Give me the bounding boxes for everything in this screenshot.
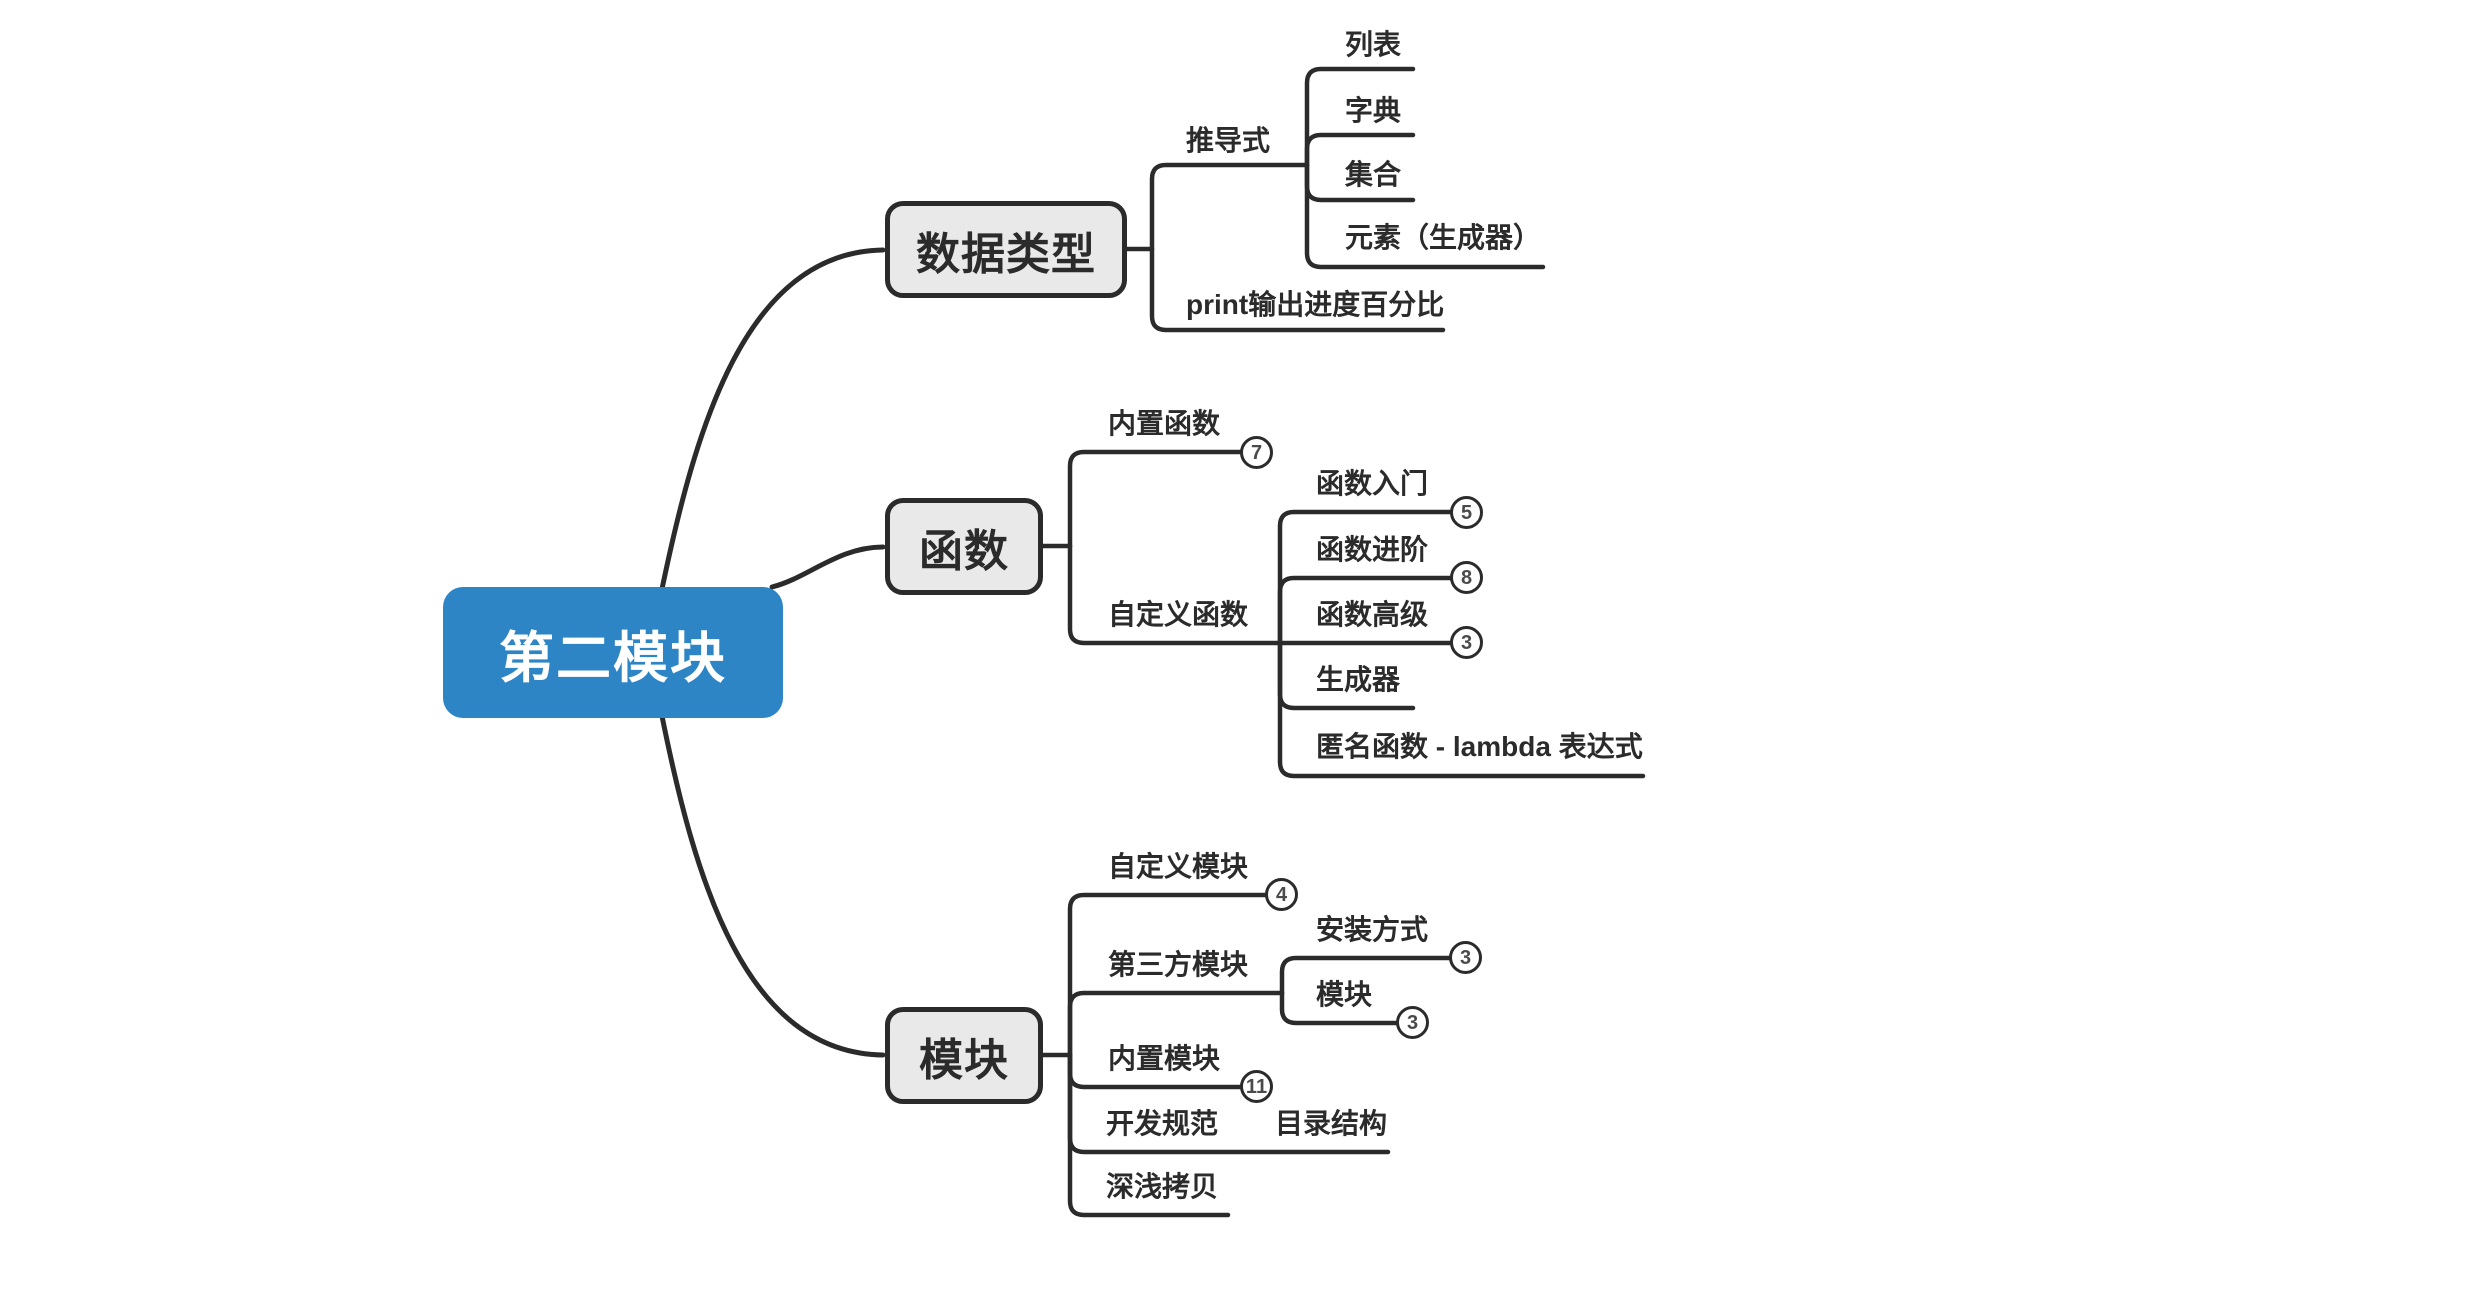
badge-custom-modules-count[interactable]: 4 [1265,878,1298,911]
edge-custom-functions-through [1067,543,1455,646]
edge-builtin-functions [1067,449,1244,549]
topic-functions-advanced[interactable]: 函数高级 [1316,599,1429,630]
topic-builtin-modules[interactable]: 内置模块 [1108,1043,1221,1074]
topic-install-method[interactable]: 安装方式 [1316,914,1429,945]
badge-install-method-count[interactable]: 3 [1449,941,1482,974]
root-node[interactable]: 第二模块 [443,587,783,718]
edge-install-method [1279,955,1453,996]
topic-custom-modules[interactable]: 自定义模块 [1108,851,1249,882]
badge-functions-advanced-count[interactable]: 3 [1450,626,1483,659]
fork-data-types [1149,162,1446,333]
edge-comprehension-element [1304,162,1546,270]
topic-dict[interactable]: 字典 [1345,95,1402,126]
edge-deep-shallow-copy [1067,1052,1231,1218]
branch-node-modules[interactable]: 模块 [885,1007,1043,1104]
topic-custom-functions[interactable]: 自定义函数 [1108,599,1249,630]
topic-set[interactable]: 集合 [1345,159,1402,190]
badge-builtin-modules-count[interactable]: 11 [1240,1070,1273,1103]
badge-builtin-functions-count[interactable]: 7 [1240,436,1273,469]
edge-lambda [1277,640,1646,779]
topic-list[interactable]: 列表 [1345,29,1402,60]
edge-comprehension-dict [1304,132,1416,168]
edge-root-to-data-types [659,247,886,592]
topic-directory-structure[interactable]: 目录结构 [1275,1108,1388,1139]
topic-thirdparty-modules[interactable]: 第三方模块 [1108,949,1249,980]
edge-root-to-functions [769,544,886,590]
topic-functions-intermediate[interactable]: 函数进阶 [1316,534,1429,565]
badge-functions-intro-count[interactable]: 5 [1450,496,1483,529]
branch-node-data-types[interactable]: 数据类型 [885,201,1127,298]
badge-module-child-count[interactable]: 3 [1396,1006,1429,1039]
edge-functions-intro [1277,509,1455,646]
topic-module-child[interactable]: 模块 [1316,979,1373,1010]
topic-generator[interactable]: 生成器 [1316,664,1401,695]
topic-element-generator[interactable]: 元素（生成器） [1345,222,1542,253]
edge-custom-modules [1067,892,1270,1058]
edge-module-child [1279,990,1400,1026]
topic-comprehension[interactable]: 推导式 [1186,125,1271,156]
edge-thirdparty-modules [1067,990,1285,1058]
topic-dev-standards[interactable]: 开发规范 [1106,1108,1219,1139]
edge-comprehension-list [1304,66,1416,168]
topic-deep-shallow-copy[interactable]: 深浅拷贝 [1106,1171,1219,1202]
edge-functions-advanced [1277,575,1455,646]
topic-builtin-functions[interactable]: 内置函数 [1108,408,1221,439]
branch-node-functions[interactable]: 函数 [885,498,1043,595]
badge-functions-intermediate-count[interactable]: 8 [1450,561,1483,594]
topic-print-progress[interactable]: print输出进度百分比 [1186,289,1445,320]
topic-lambda[interactable]: 匿名函数 - lambda 表达式 [1316,731,1643,762]
topic-functions-intro[interactable]: 函数入门 [1316,468,1429,499]
edge-root-to-modules [659,713,886,1058]
